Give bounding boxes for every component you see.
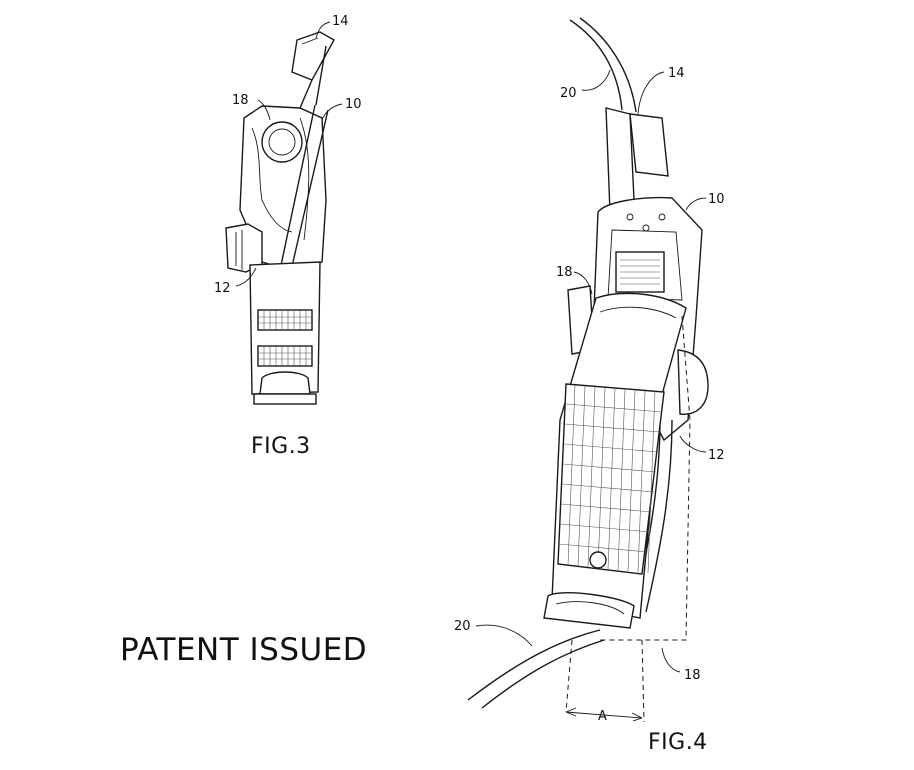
fig4-ref-10: 10 — [708, 192, 725, 207]
fig4-angle-label: A — [598, 709, 607, 724]
fig4-ref-20-top: 20 — [560, 86, 577, 101]
fig4-ref-20-bottom: 20 — [454, 619, 471, 634]
figure-3-drawing — [226, 22, 342, 404]
fig3-ref-18: 18 — [232, 93, 249, 108]
patent-status-text: PATENT ISSUED — [120, 632, 367, 668]
fig4-ref-18-bottom: 18 — [684, 668, 701, 683]
fig4-caption: FIG.4 — [648, 730, 708, 755]
figure-4-drawing — [468, 18, 708, 722]
fig4-ref-18-top: 18 — [556, 265, 573, 280]
fig3-ref-14: 14 — [332, 14, 349, 29]
fig3-ref-10: 10 — [345, 97, 362, 112]
fig4-ref-12: 12 — [708, 448, 725, 463]
fig3-caption: FIG.3 — [251, 434, 311, 459]
fig3-ref-12: 12 — [214, 281, 231, 296]
fig4-ref-14: 14 — [668, 66, 685, 81]
